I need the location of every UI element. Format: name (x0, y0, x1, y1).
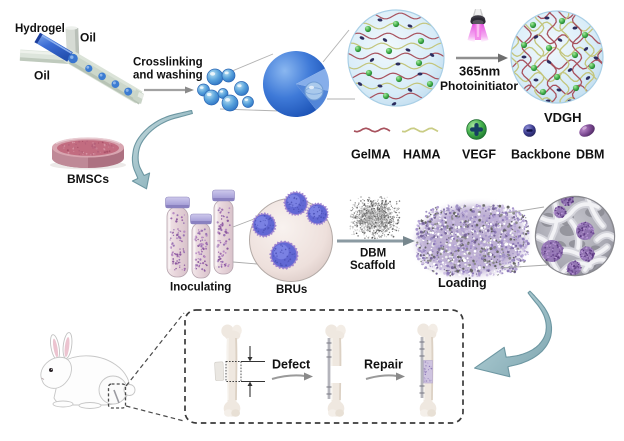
svg-text:VEGF: VEGF (462, 148, 496, 162)
svg-text:Oil: Oil (80, 31, 96, 45)
svg-text:GelMA: GelMA (351, 148, 391, 162)
svg-text:Photoinitiator: Photoinitiator (440, 79, 518, 93)
svg-text:Hydrogel: Hydrogel (15, 23, 65, 35)
svg-text:DBM: DBM (360, 248, 386, 260)
svg-text:Oil: Oil (34, 69, 50, 83)
svg-text:Defect: Defect (272, 358, 311, 372)
svg-text:HAMA: HAMA (403, 148, 441, 162)
svg-text:Crosslinking: Crosslinking (133, 57, 203, 69)
svg-text:Repair: Repair (364, 358, 403, 372)
svg-text:VDGH: VDGH (544, 110, 582, 125)
svg-text:365nm: 365nm (459, 64, 500, 79)
svg-text:BRUs: BRUs (276, 284, 307, 296)
svg-text:DBM: DBM (576, 148, 604, 162)
svg-text:Scaffold: Scaffold (350, 260, 395, 272)
svg-text:BMSCs: BMSCs (67, 172, 109, 186)
svg-text:and washing: and washing (133, 70, 203, 82)
svg-text:Loading: Loading (438, 276, 487, 290)
svg-text:Inoculating: Inoculating (170, 282, 231, 294)
svg-text:Backbone: Backbone (511, 148, 571, 162)
